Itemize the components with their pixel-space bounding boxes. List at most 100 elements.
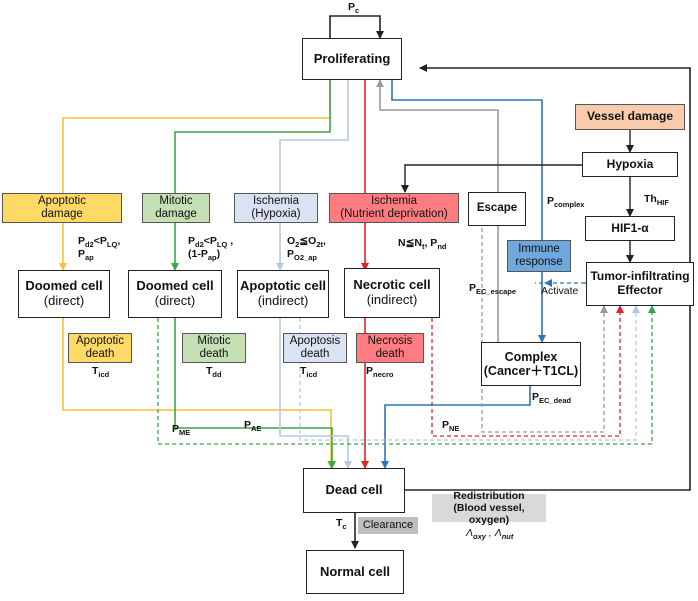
ischemia-nutrient-node: Ischemia (Nutrient deprivation) xyxy=(329,193,459,223)
apoptotic-cell-indirect: Apoptotic cell (indirect) xyxy=(237,270,329,318)
activate-label: Activate xyxy=(541,285,579,297)
complex-formation-path xyxy=(391,78,546,343)
necrotic-cell-indirect: Necrotic cell (indirect) xyxy=(344,268,440,318)
apoptotic-damage-node: Apoptotic damage xyxy=(2,193,122,223)
apoptotic-death-tag: Apoptotic death xyxy=(68,333,132,363)
p-ne-label: PNE xyxy=(442,419,460,434)
pc-label: Pc xyxy=(348,1,359,15)
nc-a: N≦N xyxy=(398,237,422,249)
doomed-cell-1-label-1: Doomed cell xyxy=(25,278,103,294)
p-ec-escape-main: P xyxy=(469,282,477,294)
redistribution-tag: Redistribution (Blood vessel, oxygen) xyxy=(432,490,546,526)
th-hif-label: ThHIF xyxy=(644,193,669,207)
nc-b: t xyxy=(421,242,425,252)
p-ne-sub: NE xyxy=(449,424,460,434)
complex-label-1: Complex xyxy=(504,349,558,364)
t-c-sub: c xyxy=(342,522,347,532)
complex-node: Complex (Cancer＋T1CL) xyxy=(481,342,581,386)
clearance-label: Clearance xyxy=(362,519,414,532)
tumor-effector-label-2: Effector xyxy=(617,283,663,297)
p-necro-main: P xyxy=(366,365,374,377)
apoptotic-death-label-1: Apoptotic xyxy=(76,334,124,347)
p-ec-dead-main: P xyxy=(532,391,540,403)
complex-label-2: (Cancer＋T1CL) xyxy=(483,364,579,378)
p-ne-main: P xyxy=(442,419,450,431)
lambda-c: , Λ xyxy=(485,527,502,539)
t-dd-label: Tdd xyxy=(206,365,222,379)
escape-dashed-path xyxy=(481,200,608,433)
p-complex-sub: complex xyxy=(554,200,585,210)
mitotic-damage-node: Mitotic damage xyxy=(142,193,210,223)
necrotic-effector-dashed xyxy=(431,305,624,437)
doomed-cell-1-label-2: (direct) xyxy=(43,293,85,308)
necrotic-cell-label-2: (indirect) xyxy=(366,292,418,307)
apoptotic-condition-label: Pd2<PLQ, Pap xyxy=(78,235,121,263)
t-icd-2-label: Ticd xyxy=(300,365,317,379)
doomed-cell-direct-2: Doomed cell (direct) xyxy=(128,270,222,318)
hc2b: O2_ap xyxy=(294,253,317,263)
doomed-cell-2-label-1: Doomed cell xyxy=(136,278,214,294)
dead-cell-node: Dead cell xyxy=(303,468,405,513)
pc-main: P xyxy=(348,1,356,13)
mitotic-damage-label-1: Mitotic xyxy=(159,194,193,207)
ischemia-nutrient-label-1: Ischemia xyxy=(370,194,418,207)
hc1a: O xyxy=(287,235,296,247)
necrosis-death-label-2: death xyxy=(375,348,405,360)
mc1e: , xyxy=(227,235,234,247)
immune-response-label-2: response xyxy=(515,256,563,268)
immune-response-label-1: Immune xyxy=(518,242,560,255)
p-complex-label: Pcomplex xyxy=(547,195,585,210)
p-me-main: P xyxy=(172,423,180,435)
ischemia-nutrient-label-2: (Nutrient deprivation) xyxy=(340,208,448,220)
apoptotic-damage-label-1: Apoptotic xyxy=(38,194,86,207)
mc1c: <P xyxy=(203,235,217,247)
apoptotic-effector-dashed xyxy=(299,305,640,441)
hc1e: , xyxy=(322,235,326,247)
normal-cell-node: Normal cell xyxy=(306,550,404,594)
vessel-damage-label: Vessel damage xyxy=(586,109,674,124)
mitotic-death-label-1: Mitotic xyxy=(197,334,231,347)
immune-response-node: Immune response xyxy=(507,240,571,272)
ischemia-hypoxia-label-1: Ischemia xyxy=(252,194,300,207)
clearance-tag: Clearance xyxy=(358,517,418,534)
p-ec-dead-label: PEC_dead xyxy=(532,391,571,405)
mc2b: ap xyxy=(207,253,217,263)
ac1e: , xyxy=(117,235,121,247)
hif1a-node: HIF1-α xyxy=(585,216,675,241)
hc2a: P xyxy=(287,248,295,261)
tumor-effector-node: Tumor-infiltrating Effector xyxy=(586,262,694,306)
nutrient-condition-label: N≦Nt, Pnd xyxy=(398,237,446,252)
vessel-damage-node: Vessel damage xyxy=(575,104,685,130)
mc1d: LQ xyxy=(216,240,228,250)
doomed-effector-dashed xyxy=(157,305,656,445)
p-ae-label: PAE xyxy=(244,419,262,434)
apoptotic-damage-label-2: damage xyxy=(41,208,83,220)
mitotic-death-path xyxy=(174,318,336,469)
ischemia-hypoxia-node: Ischemia (Hypoxia) xyxy=(234,193,318,223)
escape-node: Escape xyxy=(468,192,526,226)
hypoxia-ischemia-arrow xyxy=(401,164,582,193)
ischemia-hypoxia-label-2: (Hypoxia) xyxy=(251,208,301,220)
escape-return-path xyxy=(376,79,499,342)
t-icd-1-sub: icd xyxy=(98,370,110,380)
proliferating-node: Proliferating xyxy=(302,38,402,80)
apoptotic-death-label-2: death xyxy=(85,348,115,360)
lambda-a: Λ xyxy=(466,527,474,539)
hc1c: ≦O xyxy=(299,235,317,247)
mc2a: (1-P xyxy=(188,248,208,261)
apoptosis-death-label-1: Apoptosis xyxy=(289,334,341,347)
apoptotic-cell-label-1: Apoptotic cell xyxy=(240,278,326,294)
t-dd-main: T xyxy=(206,365,213,377)
redistribution-label-2: (Blood vessel, oxygen) xyxy=(453,501,525,527)
necrosis-death-label-1: Necrosis xyxy=(367,334,413,347)
mc1a: P xyxy=(188,235,196,247)
doomed-cell-direct-1: Doomed cell (direct) xyxy=(18,270,110,318)
ac2a: P xyxy=(78,248,86,261)
p-ae-sub: AE xyxy=(251,424,262,434)
p-me-label: PME xyxy=(172,423,190,437)
t-c-main: T xyxy=(336,517,343,529)
ac2b: ap xyxy=(85,253,94,263)
lambda-d: nut xyxy=(501,532,514,542)
mitotic-death-label-2: death xyxy=(199,348,229,360)
t-c-label: Tc xyxy=(336,517,347,532)
